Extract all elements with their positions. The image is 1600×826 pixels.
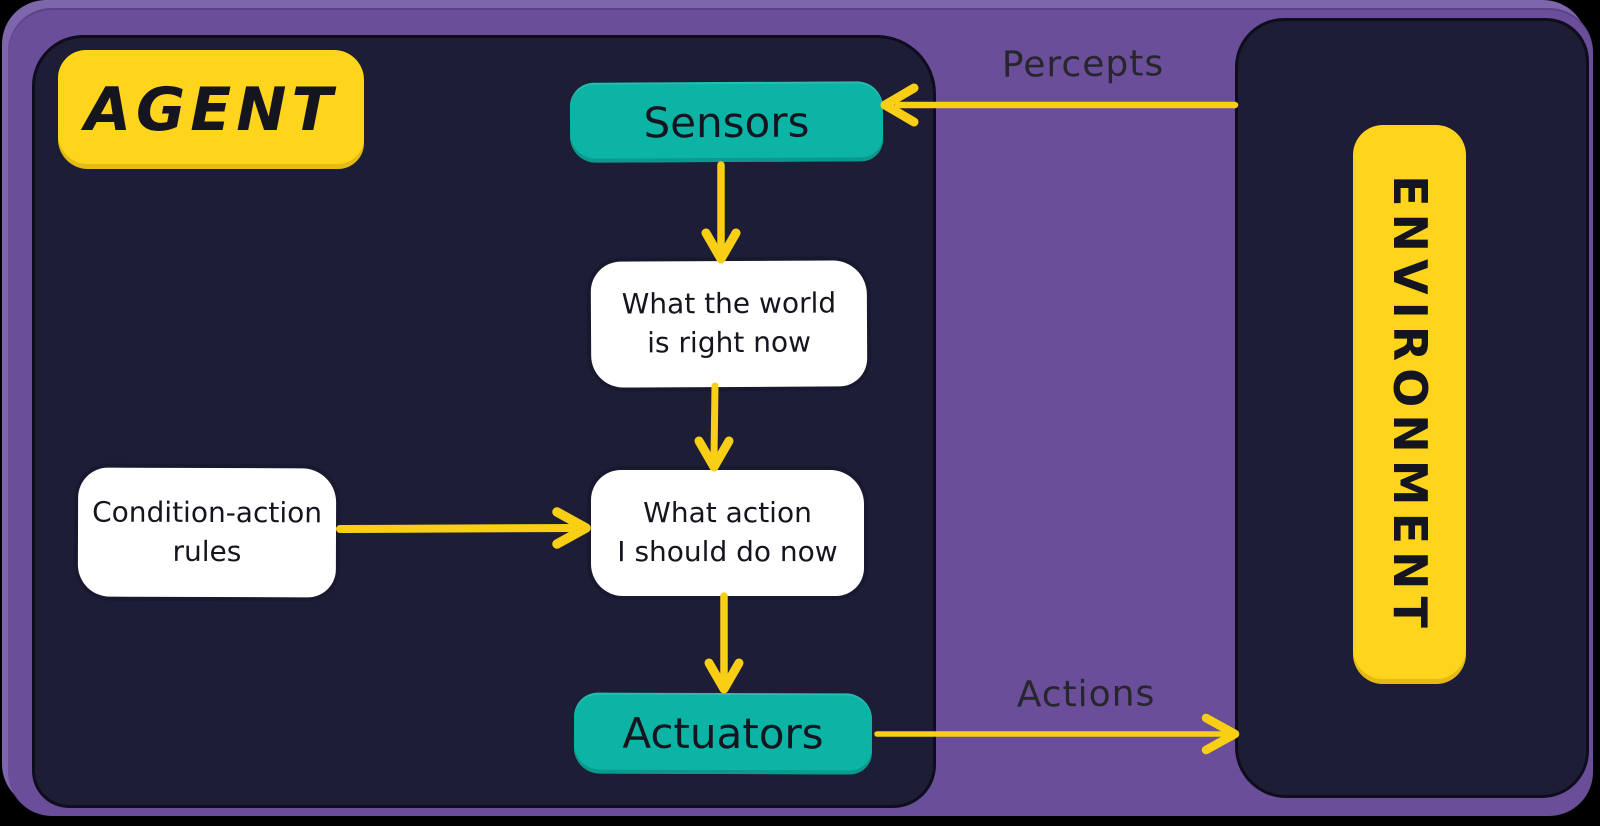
condition-rules-line1: Condition-action xyxy=(92,495,323,530)
node-sensors: Sensors xyxy=(569,81,884,163)
node-condition-rules: Condition-action rules xyxy=(77,467,337,598)
sensors-label: Sensors xyxy=(643,97,810,147)
node-action-choice: What action I should do now xyxy=(591,470,864,596)
action-choice-line1: What action xyxy=(643,496,812,530)
actuators-label: Actuators xyxy=(622,708,824,759)
world-state-line2: is right now xyxy=(647,325,812,360)
node-world-state: What the world is right now xyxy=(590,260,868,388)
diagram-background: AGENT ENVIRONMENT Sensors What the world… xyxy=(8,8,1593,816)
world-state-line1: What the world xyxy=(621,286,837,321)
action-choice-line2: I should do now xyxy=(617,535,838,568)
node-actuators: Actuators xyxy=(573,692,873,775)
agent-title-badge: AGENT xyxy=(58,50,364,169)
environment-title-badge: ENVIRONMENT xyxy=(1353,125,1466,684)
environment-title-text: ENVIRONMENT xyxy=(1382,174,1437,635)
actions-label: Actions xyxy=(1016,673,1156,716)
agent-title-text: AGENT xyxy=(84,74,338,145)
condition-rules-line2: rules xyxy=(172,534,242,568)
percepts-label: Percepts xyxy=(1001,43,1165,86)
actions-arrowhead-icon xyxy=(1201,713,1240,755)
